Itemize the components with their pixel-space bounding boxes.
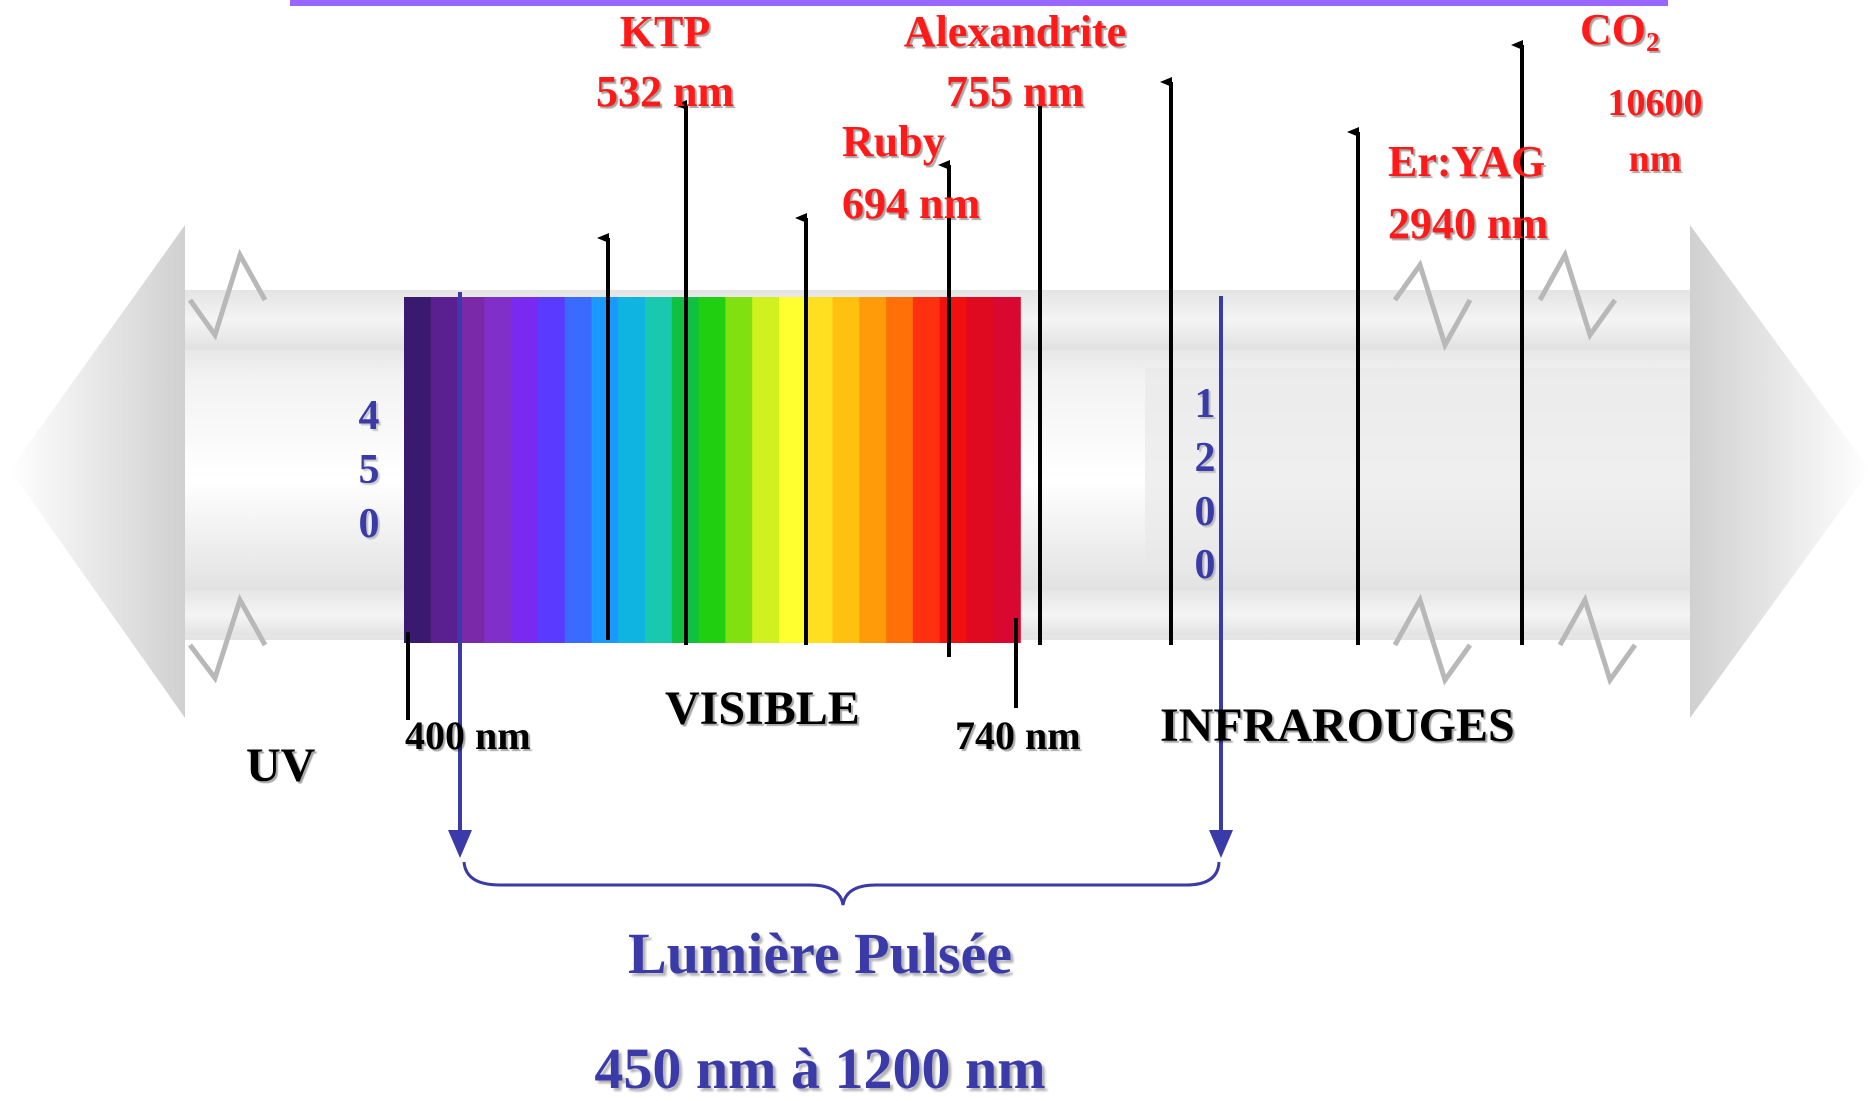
tick-740-label: 740 nm <box>955 713 1081 758</box>
spectrum-stripe <box>832 297 861 643</box>
ktp-name: KTP <box>619 7 711 56</box>
infrared-label: INFRAROUGES <box>1160 699 1515 752</box>
co2-name: CO <box>1580 5 1646 54</box>
visible-label: VISIBLE <box>665 682 860 735</box>
ipl-start-arrowhead <box>448 830 472 858</box>
ruby-wavelength: 694 nm <box>842 179 981 228</box>
eryag-name: Er:YAG <box>1388 137 1546 186</box>
arrow-head-left <box>10 225 185 718</box>
ipl-start-digit: 0 <box>358 500 380 547</box>
spectrum-stripe <box>859 297 887 643</box>
tick-400-label: 400 nm <box>405 713 531 758</box>
spectrum-stripe <box>404 297 432 643</box>
spectrum-stripe <box>484 297 512 643</box>
spectrum-stripe <box>778 297 807 643</box>
ruby-name: Ruby <box>842 117 945 166</box>
ipl-start-digit: 4 <box>358 393 380 439</box>
break-mark-right-lower-2 <box>1557 593 1638 686</box>
co2-wavelength-unit: nm <box>1628 138 1682 180</box>
spectrum-stripe <box>805 297 834 643</box>
spectrum-stripe <box>457 297 486 643</box>
uv-label: UV <box>246 739 316 792</box>
spectrum-stripe <box>939 297 968 643</box>
arrow-head-right <box>1690 225 1870 718</box>
ktp-wavelength: 532 nm <box>595 67 735 116</box>
ipl-end-arrowhead <box>1209 830 1233 858</box>
ruby-label: Ruby 694 nm <box>842 120 980 226</box>
ipl-end-digit: 0 <box>1194 542 1216 589</box>
alexandrite-name: Alexandrite <box>903 7 1127 56</box>
spectrum-stripe <box>993 297 1021 643</box>
visible-spectrum <box>404 297 1021 643</box>
spectrum-stripe <box>591 297 620 643</box>
spectrum-stripe <box>564 297 593 643</box>
break-mark-left-upper <box>187 248 268 341</box>
ipl-end-value: 1 2 0 0 <box>1188 378 1222 593</box>
spectrum-stripe <box>645 297 673 643</box>
spectrum-stripe <box>912 297 941 643</box>
ipl-start-value: 4 5 0 <box>352 390 386 551</box>
spectrum-stripe <box>752 297 780 643</box>
eryag-wavelength: 2940 nm <box>1388 199 1549 248</box>
break-mark-right-lower <box>1392 593 1473 686</box>
co2-label: CO2 <box>1580 8 1660 56</box>
break-mark-right-upper-2 <box>1537 248 1618 341</box>
spectrum-stripe <box>511 297 539 643</box>
ipl-end-digit: 2 <box>1194 434 1216 481</box>
ipl-start-digit: 5 <box>358 446 380 493</box>
spectrum-stripe <box>618 297 646 643</box>
spectrum-stripe <box>886 297 914 643</box>
co2-wavelength: 10600 nm <box>1590 84 1720 178</box>
break-mark-right-upper <box>1392 259 1473 352</box>
spectrum-stripe <box>430 297 459 643</box>
alexandrite-wavelength: 755 nm <box>945 67 1085 116</box>
co2-wavelength-number: 10600 <box>1607 82 1703 124</box>
ipl-end-digit: 0 <box>1194 488 1216 535</box>
spectrum-stripe <box>725 297 753 643</box>
break-mark-left-lower <box>188 593 268 684</box>
ktp-label: KTP 532 nm <box>565 10 765 114</box>
spectrum-stripe <box>537 297 566 643</box>
spectrum-stripe <box>966 297 995 643</box>
eryag-label: Er:YAG 2940 nm <box>1388 140 1548 246</box>
co2-subscript: 2 <box>1646 26 1660 57</box>
ipl-title: Lumière Pulsée <box>628 921 1012 986</box>
alexandrite-label: Alexandrite 755 nm <box>880 10 1150 114</box>
ipl-range-brace <box>462 861 1221 906</box>
ipl-end-digit: 1 <box>1194 381 1216 427</box>
infrared-panel <box>1145 368 1690 568</box>
ipl-range: 450 nm à 1200 nm <box>594 1036 1046 1101</box>
spectrum-stripe <box>698 297 727 643</box>
